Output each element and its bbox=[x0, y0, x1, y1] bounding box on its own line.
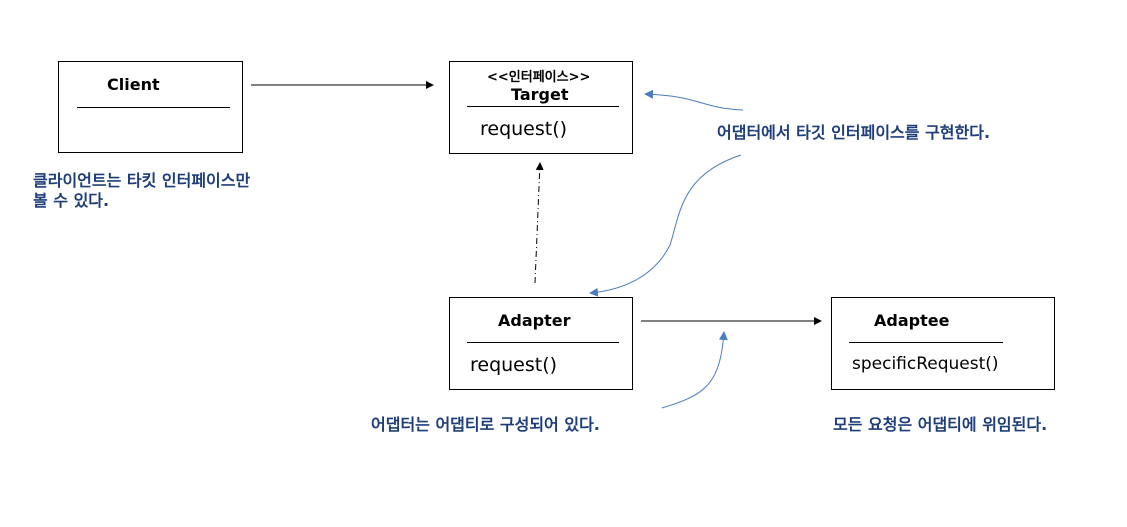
adaptee-specific-request-method: specificRequest() bbox=[852, 354, 999, 374]
target-implementation-note: 어댑터에서 타깃 인터페이스를 구현한다. bbox=[717, 123, 991, 142]
client-class-box[interactable]: Client bbox=[58, 61, 243, 153]
target-interface-title: Target bbox=[511, 85, 569, 104]
adaptee-class-title: Adaptee bbox=[874, 311, 950, 330]
adapter-class-divider bbox=[467, 342, 619, 343]
client-note-line-1: 클라이언트는 타킷 인터페이스만 bbox=[33, 171, 251, 190]
target-request-method: request() bbox=[480, 118, 568, 140]
adaptee-class-divider bbox=[849, 342, 1003, 343]
client-class-divider bbox=[77, 107, 230, 108]
adapter-class-box[interactable]: Adapter request() bbox=[449, 297, 633, 390]
note-to-adapter-curve bbox=[589, 154, 742, 297]
adapter-request-method: request() bbox=[470, 354, 558, 376]
adapter-class-title: Adapter bbox=[498, 311, 571, 330]
client-class-title: Client bbox=[107, 75, 160, 94]
adapter-implements-target-arrow bbox=[534, 162, 544, 284]
adaptee-class-box[interactable]: Adaptee specificRequest() bbox=[831, 297, 1055, 390]
target-stereotype: <<인터페이스>> bbox=[487, 70, 591, 85]
client-note-line-2: 볼 수 있다. bbox=[33, 191, 110, 210]
client-note: 클라이언트는 타킷 인터페이스만 볼 수 있다. bbox=[33, 171, 250, 211]
target-interface-divider bbox=[467, 106, 619, 107]
delegation-note: 모든 요청은 어댑티에 위임된다. bbox=[833, 415, 1048, 434]
note-to-composition-curve bbox=[661, 331, 728, 409]
note-to-target-curve bbox=[644, 89, 744, 111]
adapter-composition-note: 어댑터는 어댑티로 구성되어 있다. bbox=[371, 415, 600, 434]
target-interface-box[interactable]: <<인터페이스>> Target request() bbox=[449, 61, 633, 154]
